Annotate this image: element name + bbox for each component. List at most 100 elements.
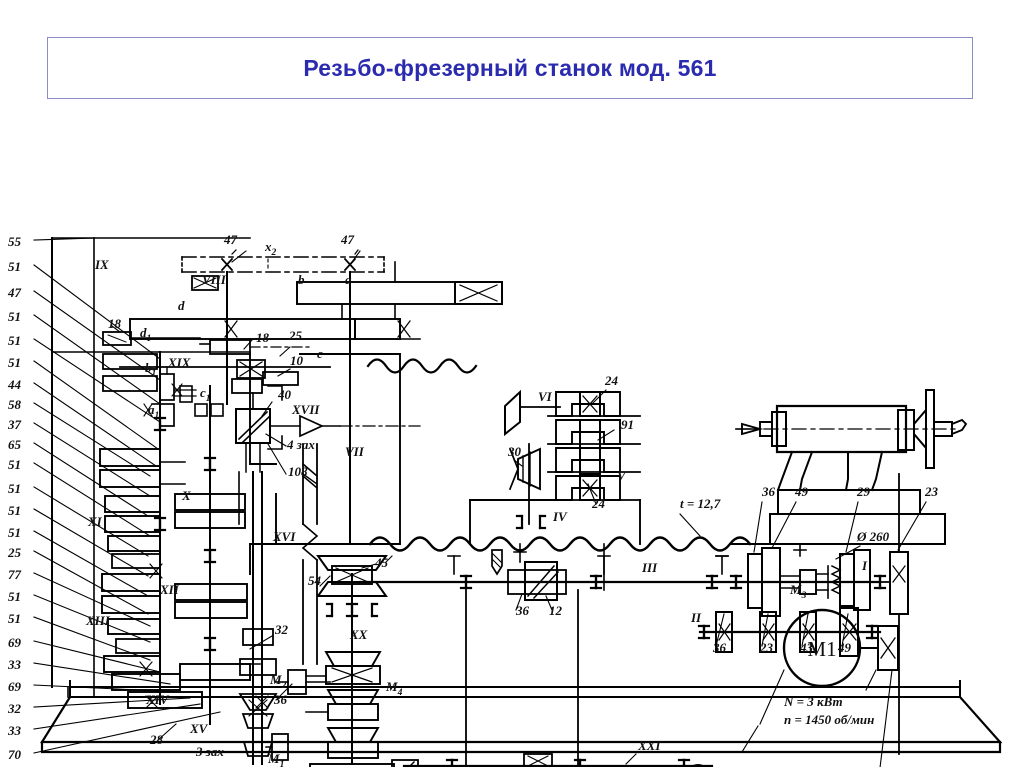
leader-number-18: 69 (8, 635, 22, 650)
shaft-XIX-group (119, 359, 421, 473)
shaft-label-XII: XII (159, 582, 180, 597)
leader-number-0: 55 (8, 234, 22, 249)
letter-label-5: d1 (140, 325, 151, 344)
gear-number-10: 32 (274, 622, 289, 637)
leader-number-19: 33 (7, 657, 22, 672)
gear-number-5: 10 (290, 353, 304, 368)
leader-number-17: 51 (8, 611, 21, 626)
leader-number-10: 51 (8, 457, 21, 472)
shaft-label-XVII: XVII (291, 402, 320, 417)
leader-number-21: 32 (7, 701, 22, 716)
gear-number-25: 29 (856, 484, 871, 499)
gear-number-22: 12 (549, 603, 563, 618)
diagram-text-layer: 5551475151514458376551515151257751516933… (7, 232, 939, 767)
shaft-label-V: V (617, 468, 627, 483)
gear-number-26: 23 (924, 484, 939, 499)
motor-M1 (759, 608, 899, 725)
gear-number-24: 49 (794, 484, 809, 499)
gear-number-9: 54 (308, 573, 322, 588)
letter-label-8: c1 (200, 385, 211, 404)
leader-number-2: 47 (7, 285, 22, 300)
letter-label-4: d (178, 298, 185, 313)
letter-label-0: x2 (264, 239, 277, 258)
gear-stack-left (99, 351, 269, 709)
gear-number-23: 36 (761, 484, 776, 499)
gear-number-6: 40 (277, 387, 292, 402)
shaft-label-VII: VII (345, 444, 365, 459)
shaft-XX-group (305, 555, 419, 767)
leader-number-7: 58 (8, 397, 22, 412)
letter-label-6: a1 (148, 402, 159, 421)
leader-number-23: 70 (8, 747, 22, 762)
shaft-VIII-group (129, 261, 503, 545)
clutch-M1 (265, 733, 289, 761)
gear-number-17: 30 (507, 444, 522, 459)
shaft-label-XV: XV (189, 721, 209, 736)
gear-number-28: 23 (759, 640, 774, 655)
tailstock (735, 389, 968, 557)
shaft-XXI (402, 753, 714, 767)
gear-number-3: 18 (256, 330, 270, 345)
telescopic-shaft (301, 443, 319, 665)
diagram-svg: 5551475151514458376551515151257751516933… (7, 232, 1003, 767)
motor-power: N = 3 кВт (783, 694, 843, 709)
gear-number-18: 24 (604, 373, 619, 388)
shaft-label-III: III (641, 560, 658, 575)
leader-number-9: 65 (8, 437, 22, 452)
leader-number-12: 51 (8, 503, 21, 518)
right-gear-train (697, 473, 909, 755)
gear-number-29: 43 (799, 640, 814, 655)
leader-number-5: 51 (8, 355, 21, 370)
motor-label: M1 (807, 637, 836, 661)
shaft-label-VIII: VIII (202, 272, 227, 287)
annotation-2: t = 12,7 (680, 496, 721, 511)
title-box: Резьбо-фрезерный станок мод. 561 (47, 37, 973, 99)
leader-number-13: 51 (8, 525, 21, 540)
spec-lines (741, 725, 759, 753)
annotation-3: Ø 260 (856, 529, 890, 544)
leader-number-14: 25 (7, 545, 22, 560)
page-title: Резьбо-фрезерный станок мод. 561 (303, 54, 717, 81)
gear-number-4: 25 (288, 328, 303, 343)
gear-number-8: 45 (374, 555, 389, 570)
annotation-0: 4 зах (286, 437, 315, 452)
letter-label-7: b1 (145, 360, 156, 379)
leader-number-6: 44 (7, 377, 22, 392)
gear-number-11: 36 (273, 692, 288, 707)
letter-label-3: c (317, 346, 323, 361)
clutch-label-M3: M3 (789, 582, 807, 601)
shaft-label-XIX: XIX (167, 355, 191, 370)
machine-bed (40, 680, 1003, 754)
shaft-label-XI: XI (87, 514, 103, 529)
shaft-label-I: I (861, 558, 868, 573)
shaft-label-XX: XX (349, 627, 368, 642)
shaft-label-XVI: XVI (272, 529, 296, 544)
gear-number-27: 36 (712, 640, 727, 655)
letter-label-2: b (298, 272, 305, 287)
annotation-1: 3 зах (195, 744, 224, 759)
leader-number-4: 51 (8, 333, 21, 348)
gear-number-12: 28 (149, 732, 164, 747)
gear-number-0: 47 (223, 232, 238, 247)
leader-lines (33, 237, 221, 754)
column-housing (51, 237, 251, 698)
gear-number-30: 49 (837, 640, 852, 655)
leader-number-22: 33 (7, 723, 22, 738)
gearbox-housing (249, 353, 401, 575)
change-gear-block (469, 389, 641, 545)
shaft-label-X: X (181, 488, 191, 503)
clutch-label-M4: M4 (385, 679, 403, 698)
motor-speed: n = 1450 об/мин (784, 712, 874, 727)
leader-number-3: 51 (8, 309, 21, 324)
shaft-X-group (174, 385, 251, 725)
gear-number-7: 108 (288, 464, 308, 479)
leader-number-1: 51 (8, 259, 21, 274)
leader-number-16: 51 (8, 589, 21, 604)
letter-label-1: a (345, 272, 352, 287)
gear-number-2: 18 (108, 316, 122, 331)
shaft-XVI-group (238, 471, 278, 765)
leader-number-20: 69 (8, 679, 22, 694)
vertical-links (465, 543, 605, 767)
